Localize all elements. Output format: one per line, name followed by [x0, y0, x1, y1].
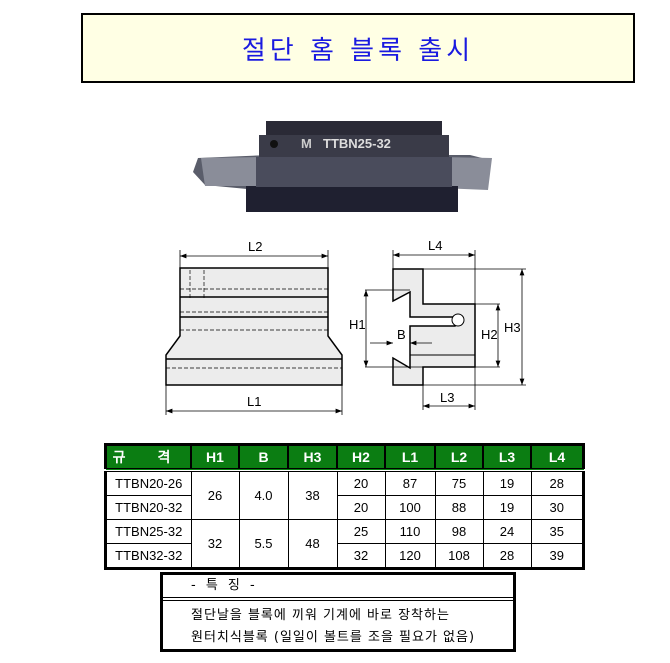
- col-header: L1: [384, 444, 435, 472]
- cell-h1: 26: [190, 469, 240, 520]
- features-box: - 특 징 - 절단날을 블록에 끼워 기계에 바로 장착하는 원터치식블록 (…: [160, 572, 516, 652]
- cell-h3: 38: [287, 469, 338, 520]
- page-title: 절단 홈 블록 출시: [241, 35, 475, 66]
- cell-l1: 100: [384, 495, 436, 520]
- cell-h2: 20: [336, 495, 386, 520]
- cell-l3: 19: [482, 469, 532, 496]
- table-row: TTBN20-32 20 100 88 19 30: [105, 495, 584, 520]
- product-photo: M TTBN25-32: [193, 121, 492, 212]
- col-header: L3: [482, 444, 531, 472]
- cell-l3: 19: [482, 495, 532, 520]
- label-l1: L1: [247, 394, 261, 409]
- cell-l4: 30: [530, 495, 584, 520]
- photo-label: TTBN25-32: [323, 136, 391, 151]
- col-header: B: [238, 444, 288, 472]
- cell-l1: 87: [384, 469, 436, 496]
- cell-l3: 24: [482, 519, 532, 544]
- front-view-drawing: [165, 250, 343, 415]
- cell-l2: 75: [434, 469, 484, 496]
- svg-text:M: M: [301, 136, 312, 151]
- cell-l1: 120: [384, 543, 436, 569]
- features-heading: - 특 징 -: [163, 575, 513, 601]
- cell-b: 4.0: [238, 469, 289, 520]
- cell-model: TTBN20-26: [105, 469, 192, 496]
- cell-l3: 28: [482, 543, 532, 569]
- table-row: TTBN25-32 32 5.5 48 25 110 98 24 35: [105, 519, 584, 569]
- cell-h2: 20: [336, 469, 386, 496]
- label-h2: H2: [481, 327, 498, 342]
- cell-l2: 98: [434, 519, 484, 544]
- side-view-drawing: L2 L1 L4 L3 H1 H2 H3 B: [247, 238, 526, 410]
- col-header: L4: [530, 444, 584, 472]
- features-line: 원터치식블록 (일일이 볼트를 조을 필요가 없음): [191, 630, 476, 645]
- spec-table: 규 격 H1 B H3 H2 L1 L2 L3 L4 TTBN20-26 26 …: [104, 443, 585, 570]
- cell-model: TTBN32-32: [105, 543, 192, 569]
- cell-h2: 25: [336, 519, 386, 544]
- label-h3: H3: [504, 320, 521, 335]
- label-l2: L2: [248, 239, 262, 254]
- label-h1: H1: [349, 317, 366, 332]
- label-b: B: [397, 327, 406, 342]
- cell-l4: 39: [530, 543, 584, 569]
- col-header: H2: [336, 444, 385, 472]
- label-l3: L3: [440, 390, 454, 405]
- cell-h3: 48: [287, 519, 338, 569]
- col-header: L2: [434, 444, 483, 472]
- col-header: H1: [190, 444, 239, 472]
- cell-l2: 108: [434, 543, 484, 569]
- title-banner: 절단 홈 블록 출시: [81, 13, 635, 83]
- cell-model: TTBN25-32: [105, 519, 192, 544]
- cell-b: 5.5: [238, 519, 289, 569]
- features-line: 절단날을 블록에 끼워 기계에 바로 장착하는: [191, 608, 450, 623]
- label-l4: L4: [428, 238, 442, 253]
- cell-l2: 88: [434, 495, 484, 520]
- cell-h2: 32: [336, 543, 386, 569]
- cell-l4: 35: [530, 519, 584, 544]
- table-row: TTBN32-32 32 120 108 28 39: [105, 543, 584, 569]
- cell-model: TTBN20-32: [105, 495, 192, 520]
- cell-l4: 28: [530, 469, 584, 496]
- col-header: 규 격: [105, 444, 191, 472]
- col-header: H3: [287, 444, 337, 472]
- table-header-row: 규 격 H1 B H3 H2 L1 L2 L3 L4: [105, 444, 584, 472]
- cell-h1: 32: [190, 519, 240, 569]
- cell-l1: 110: [384, 519, 436, 544]
- table-row: TTBN20-26 26 4.0 38 20 87 75 19 28: [105, 469, 584, 520]
